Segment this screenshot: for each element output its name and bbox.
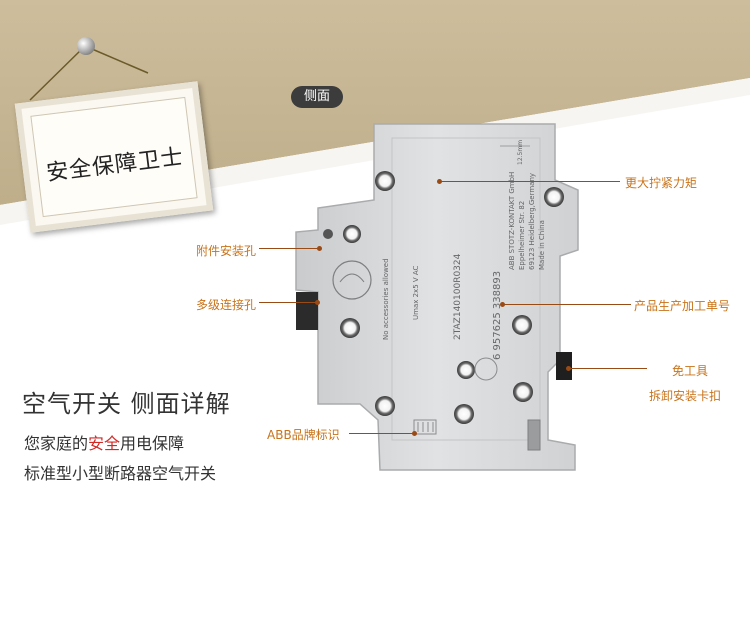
- device-ratings: Umax 2x5 V AC: [412, 265, 420, 320]
- callout-dot-tool-free: [566, 366, 571, 371]
- device-made-in: Made in China: [538, 220, 546, 270]
- subline-1: 您家庭的安全用电保障: [24, 430, 184, 454]
- dark-clip-right: [556, 352, 572, 380]
- callout-tool-free-2: 拆卸安装卡扣: [649, 389, 722, 403]
- hole-middle: [512, 315, 532, 335]
- device-address2: 69123 Heidelberg,Germany: [528, 173, 536, 270]
- device-dim: 12.5mm: [517, 140, 524, 165]
- callout-dot-accessory: [317, 246, 322, 251]
- callout-tool-free-1: 免工具: [672, 364, 709, 378]
- accessory-hole: [343, 225, 361, 243]
- callout-dot-abb: [412, 431, 417, 436]
- device-address1: Eppelheimer Str. 82: [518, 201, 526, 270]
- callout-multi-connect: 多级连接孔: [196, 298, 257, 312]
- callout-line-abb: [349, 433, 413, 434]
- callout-production-no: 产品生产加工单号: [634, 299, 731, 313]
- hole-lower: [513, 382, 533, 402]
- hole-lower-left: [375, 396, 395, 416]
- device-serial: 2TAZ140100R0324: [453, 253, 463, 340]
- callout-line-production: [503, 304, 631, 305]
- hanging-pin: [77, 37, 95, 55]
- device-no-accessories: No accessories allowed: [382, 258, 390, 340]
- hole-top-left: [375, 171, 395, 191]
- callout-line-accessory: [259, 248, 319, 249]
- abb-logo-mark: [413, 419, 437, 435]
- callout-abb-mark: ABB品牌标识: [267, 428, 340, 442]
- dark-clip-left: [296, 292, 318, 330]
- hole-top-right: [544, 187, 564, 207]
- side-view-label: 侧面: [291, 86, 343, 108]
- callout-accessory-hole: 附件安装孔: [196, 244, 257, 258]
- hole-multi-connect: [340, 318, 360, 338]
- device-barcode-numbers: 6 957625 338893: [492, 271, 503, 360]
- callout-line-torque: [440, 181, 620, 182]
- subline-1-suffix: 用电保障: [120, 434, 185, 453]
- headline: 空气开关 侧面详解: [22, 390, 231, 418]
- callout-dot-multi: [315, 300, 320, 305]
- callout-line-tool-free: [569, 368, 647, 369]
- callout-dot-torque: [437, 179, 442, 184]
- breaker-body: [295, 123, 579, 471]
- subline-1-highlight: 安全: [88, 434, 121, 453]
- subline-1-prefix: 您家庭的: [24, 434, 89, 453]
- device-company: ABB STOTZ-KONTAKT GmbH: [508, 172, 516, 270]
- subline-2: 标准型小型断路器空气开关: [24, 464, 217, 483]
- callout-line-multi: [259, 302, 317, 303]
- callout-dot-production: [500, 302, 505, 307]
- callout-torque: 更大拧紧力矩: [625, 176, 698, 190]
- hole-lower-right: [454, 404, 474, 424]
